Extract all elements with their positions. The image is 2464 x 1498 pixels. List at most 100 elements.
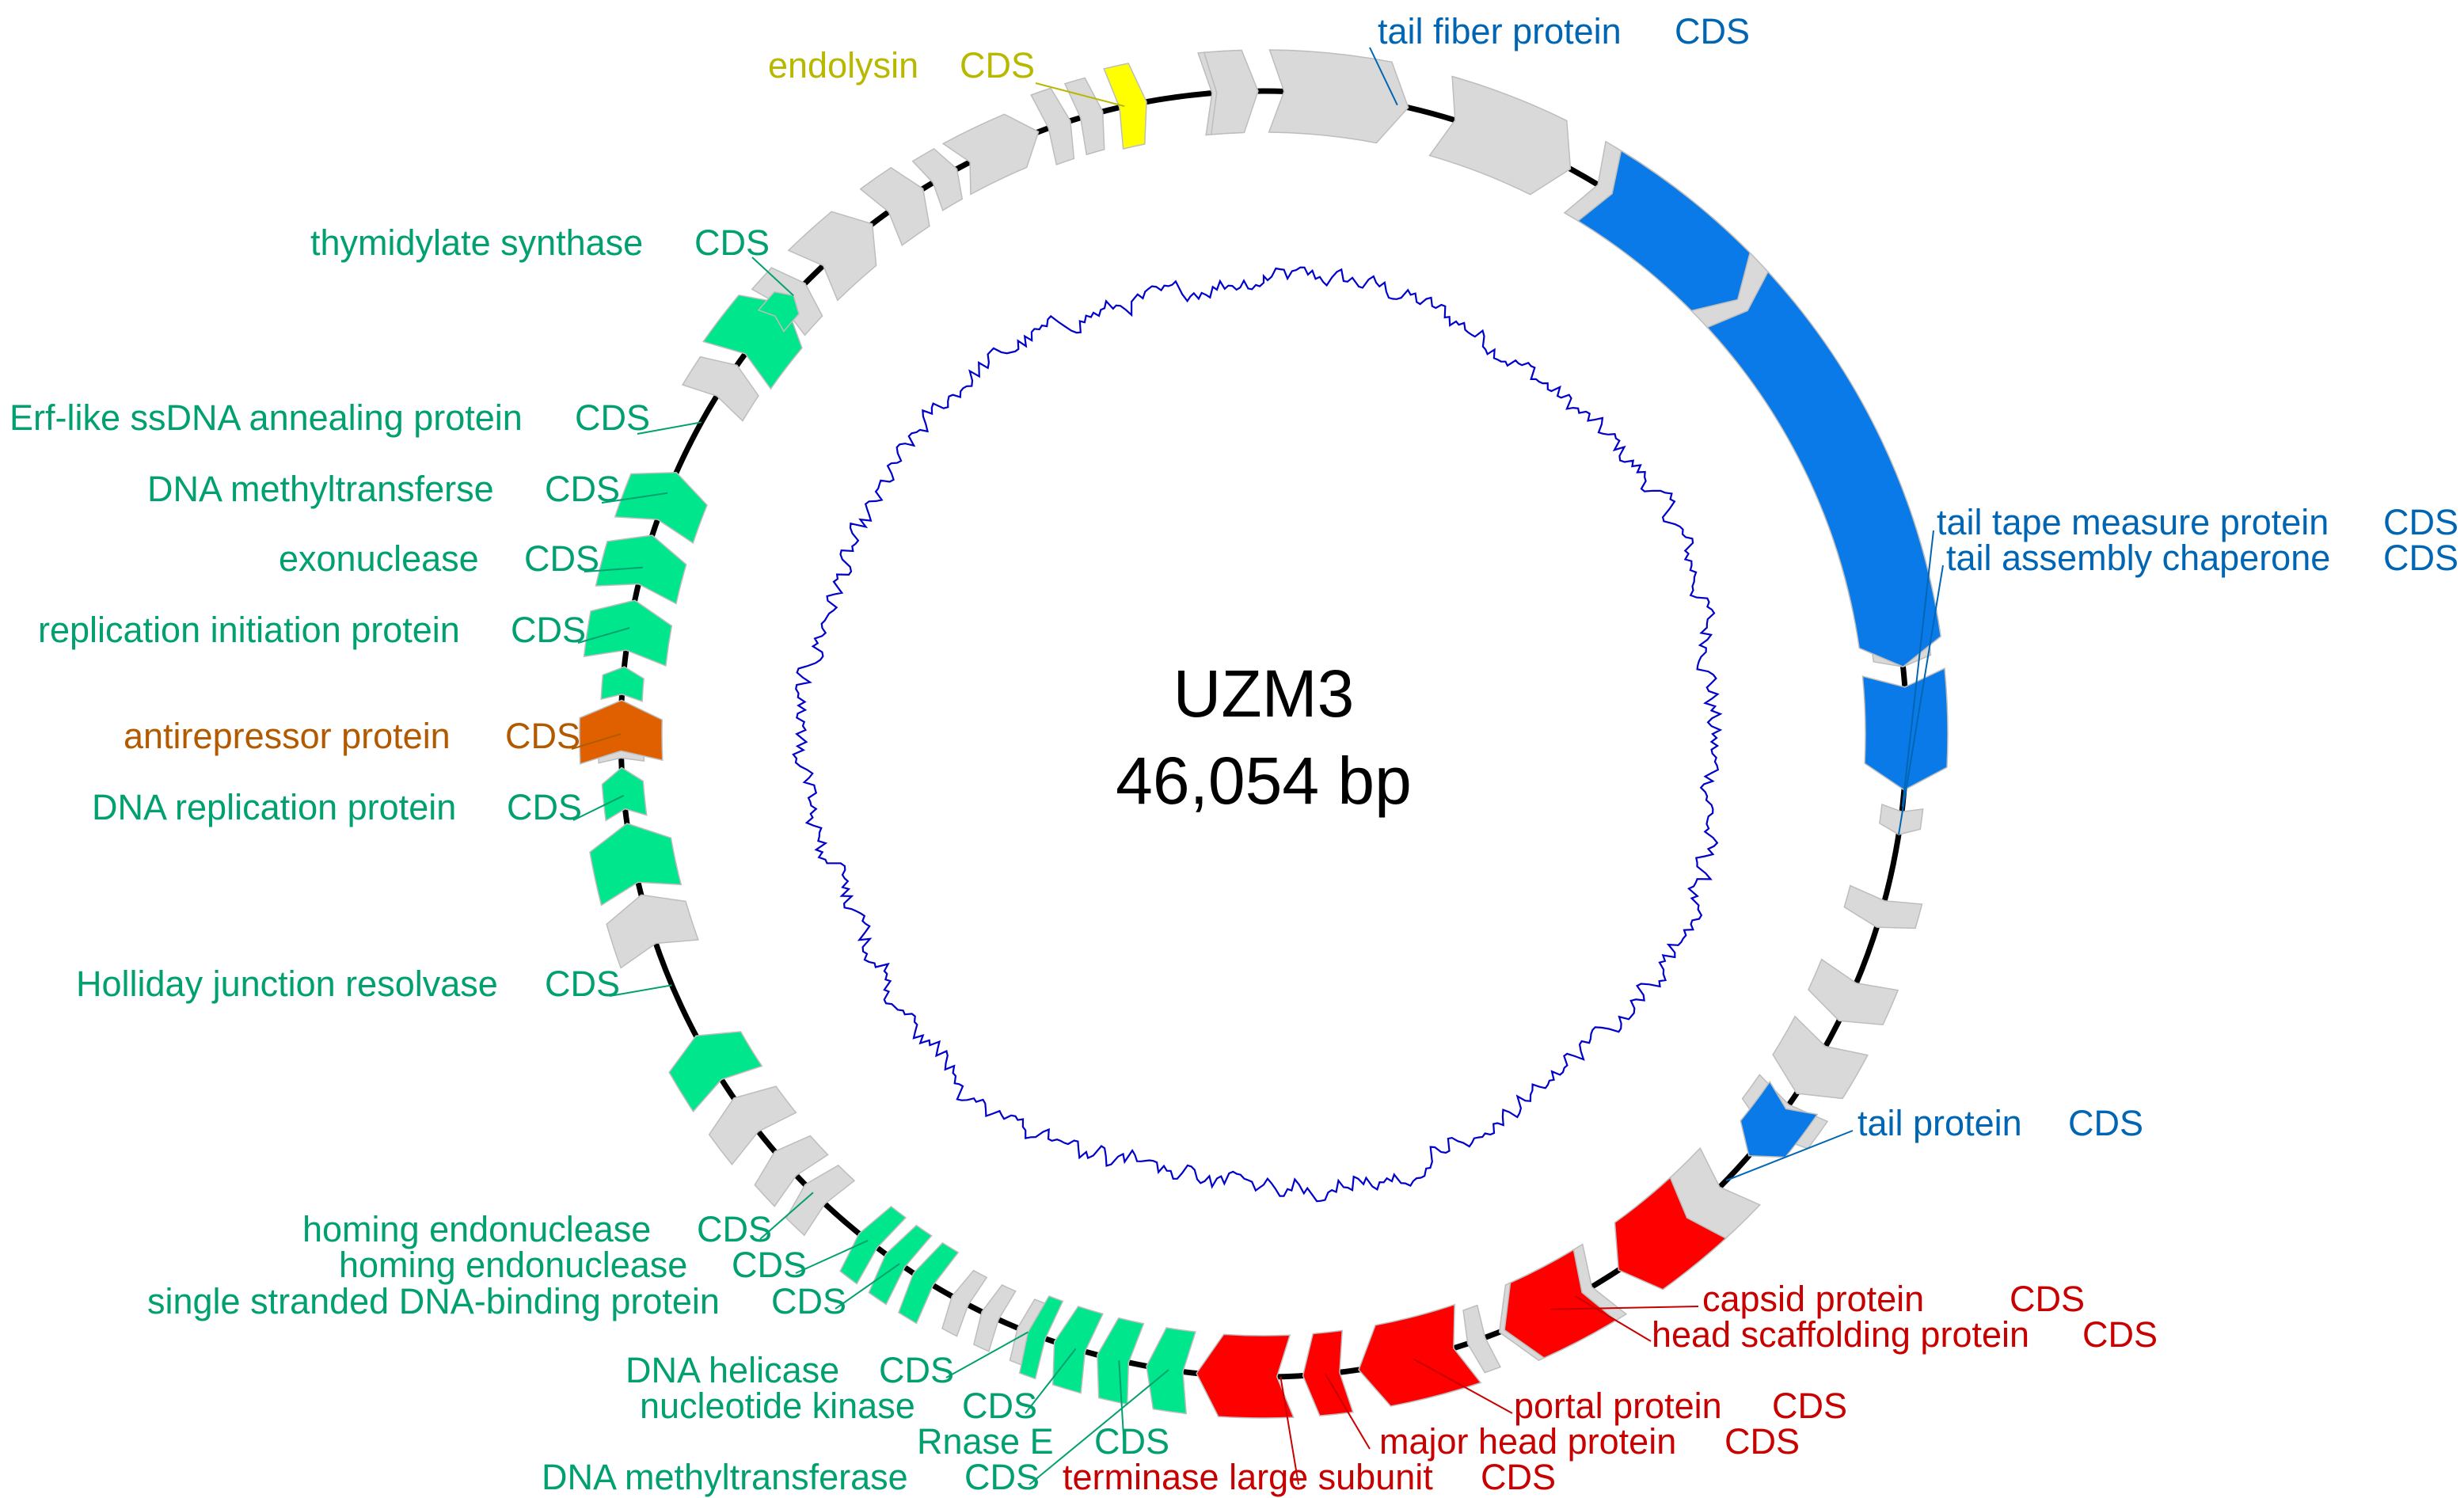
gene-arrow-hypothetical: [754, 1135, 829, 1207]
gene-arrow-structural: [1576, 150, 1751, 312]
gene-features: [579, 49, 1949, 1419]
gene-arrow-head: [1302, 1329, 1354, 1416]
label-leader-line: [577, 627, 630, 644]
feature-type-label: CDS: [771, 1281, 846, 1321]
feature-type-label: CDS: [960, 45, 1035, 86]
feature-type-label: CDS: [697, 1209, 772, 1249]
label-leader-line: [759, 1192, 814, 1240]
gene-name-label: portal protein: [1514, 1386, 1722, 1426]
gene-arrow-dna: [600, 666, 645, 702]
label-leader-line: [601, 492, 668, 504]
label-leader-line: [1035, 82, 1125, 108]
gene-name-label: tail tape measure protein: [1937, 502, 2329, 542]
gene-name-label: homing endonuclease: [339, 1245, 687, 1285]
gene-arrow-dna: [595, 534, 687, 605]
feature-type-label: CDS: [2068, 1103, 2143, 1143]
gene-arrow-hypothetical: [1203, 49, 1259, 135]
label-leader-line: [1280, 1376, 1299, 1485]
gene-arrow-head: [1358, 1303, 1482, 1407]
gene-arrow-dna: [1146, 1327, 1196, 1415]
gene-arrow-lysis: [1103, 63, 1147, 150]
gene-arrow-dna: [589, 823, 683, 907]
gene-arrow-hypothetical: [911, 147, 964, 211]
feature-type-label: CDS: [694, 222, 770, 263]
gene-arrow-hypothetical: [785, 1164, 856, 1237]
gene-name-label: Rnase E: [917, 1421, 1054, 1462]
gene-arrow-head: [1196, 1333, 1295, 1419]
feature-type-label: CDS: [964, 1457, 1040, 1497]
gene-name-label: terminase large subunit: [1063, 1457, 1433, 1497]
gene-arrow-dna: [868, 1224, 933, 1306]
label-leader-line: [1550, 1306, 1699, 1310]
gene-name-label: Erf-like ssDNA annealing protein: [10, 397, 523, 438]
gene-name-label: DNA methyltransferase: [542, 1457, 908, 1497]
gene-name-label: capsid protein: [1702, 1279, 1924, 1319]
gene-name-label: Holliday junction resolvase: [76, 964, 498, 1004]
gene-name-label: antirepressor protein: [124, 716, 451, 756]
gene-arrow-dna: [1051, 1306, 1104, 1394]
gene-arrow-dna: [583, 599, 673, 667]
gene-arrow-dna: [757, 291, 800, 333]
gene-arrow-dna: [668, 1031, 763, 1113]
gene-name-label: single stranded DNA-binding protein: [147, 1281, 720, 1321]
label-leader-line: [572, 794, 625, 821]
label-leader-line: [1025, 1348, 1077, 1414]
label-leader-line: [1898, 565, 1944, 835]
feature-type-label: CDS: [1772, 1386, 1847, 1426]
label-leader-line: [835, 1263, 900, 1310]
label-leader-line: [795, 1239, 869, 1274]
feature-type-label: CDS: [732, 1245, 807, 1285]
gene-arrow-hypothetical: [1808, 958, 1899, 1025]
label-leader-line: [584, 566, 643, 572]
feature-type-label: CDS: [1724, 1421, 1800, 1462]
feature-type-label: CDS: [575, 397, 650, 438]
gene-arrow-dna: [1097, 1317, 1145, 1405]
feature-type-label: CDS: [545, 964, 620, 1004]
gene-name-label: nucleotide kinase: [640, 1386, 915, 1426]
gene-name-label: DNA helicase: [626, 1350, 839, 1390]
gene-name-label: tail assembly chaperone: [1946, 538, 2330, 578]
gene-name-label: DNA methyltransferse: [147, 469, 494, 509]
gene-name-label: thymidylate synthase: [310, 222, 643, 263]
gene-arrow-regulation: [579, 699, 664, 765]
gene-name-label: major head protein: [1379, 1421, 1676, 1462]
gene-arrow-hypothetical: [1428, 75, 1572, 196]
gc-content-trace: [792, 266, 1723, 1203]
feature-type-label: CDS: [1675, 11, 1750, 51]
gene-arrow-dna: [839, 1205, 907, 1285]
gene-arrow-head: [1504, 1249, 1618, 1359]
label-leader-line: [1324, 1373, 1371, 1450]
label-leader-line: [609, 984, 672, 997]
gene-arrow-hypothetical: [1843, 884, 1923, 930]
label-leaders: [571, 47, 1944, 1485]
feature-type-label: CDS: [1481, 1457, 1556, 1497]
label-leader-line: [751, 257, 794, 296]
gene-arrow-hypothetical: [1772, 1015, 1869, 1100]
label-leader-line: [1029, 1369, 1169, 1485]
gene-arrow-hypothetical: [606, 894, 699, 969]
gene-arrow-hypothetical: [1030, 87, 1075, 165]
gene-name-label: tail fiber protein: [1378, 11, 1622, 51]
gene-arrow-hypothetical: [859, 166, 930, 246]
feature-type-label: CDS: [879, 1350, 954, 1390]
label-leader-line: [1369, 47, 1398, 106]
gene-name-label: head scaffolding protein: [1652, 1314, 2029, 1355]
gene-arrow-dna: [614, 471, 708, 545]
feature-type-label: CDS: [2010, 1279, 2085, 1319]
gene-arrow-hypothetical: [972, 1283, 1017, 1352]
gene-arrow-hypothetical: [1268, 49, 1409, 144]
feature-type-label: CDS: [545, 469, 620, 509]
feature-type-label: CDS: [2383, 538, 2458, 578]
gene-arrow-hypothetical: [941, 113, 1040, 196]
genome-length: 46,054 bp: [1116, 743, 1412, 818]
feature-type-label: CDS: [511, 610, 586, 650]
label-leader-line: [637, 421, 702, 435]
gene-name-label: endolysin: [768, 45, 918, 86]
feature-type-label: CDS: [2383, 502, 2458, 542]
gene-arrow-hypothetical: [708, 1085, 797, 1165]
gene-arrow-hypothetical: [1063, 77, 1105, 156]
feature-type-label: CDS: [1094, 1421, 1169, 1462]
label-leader-line: [945, 1331, 1029, 1378]
